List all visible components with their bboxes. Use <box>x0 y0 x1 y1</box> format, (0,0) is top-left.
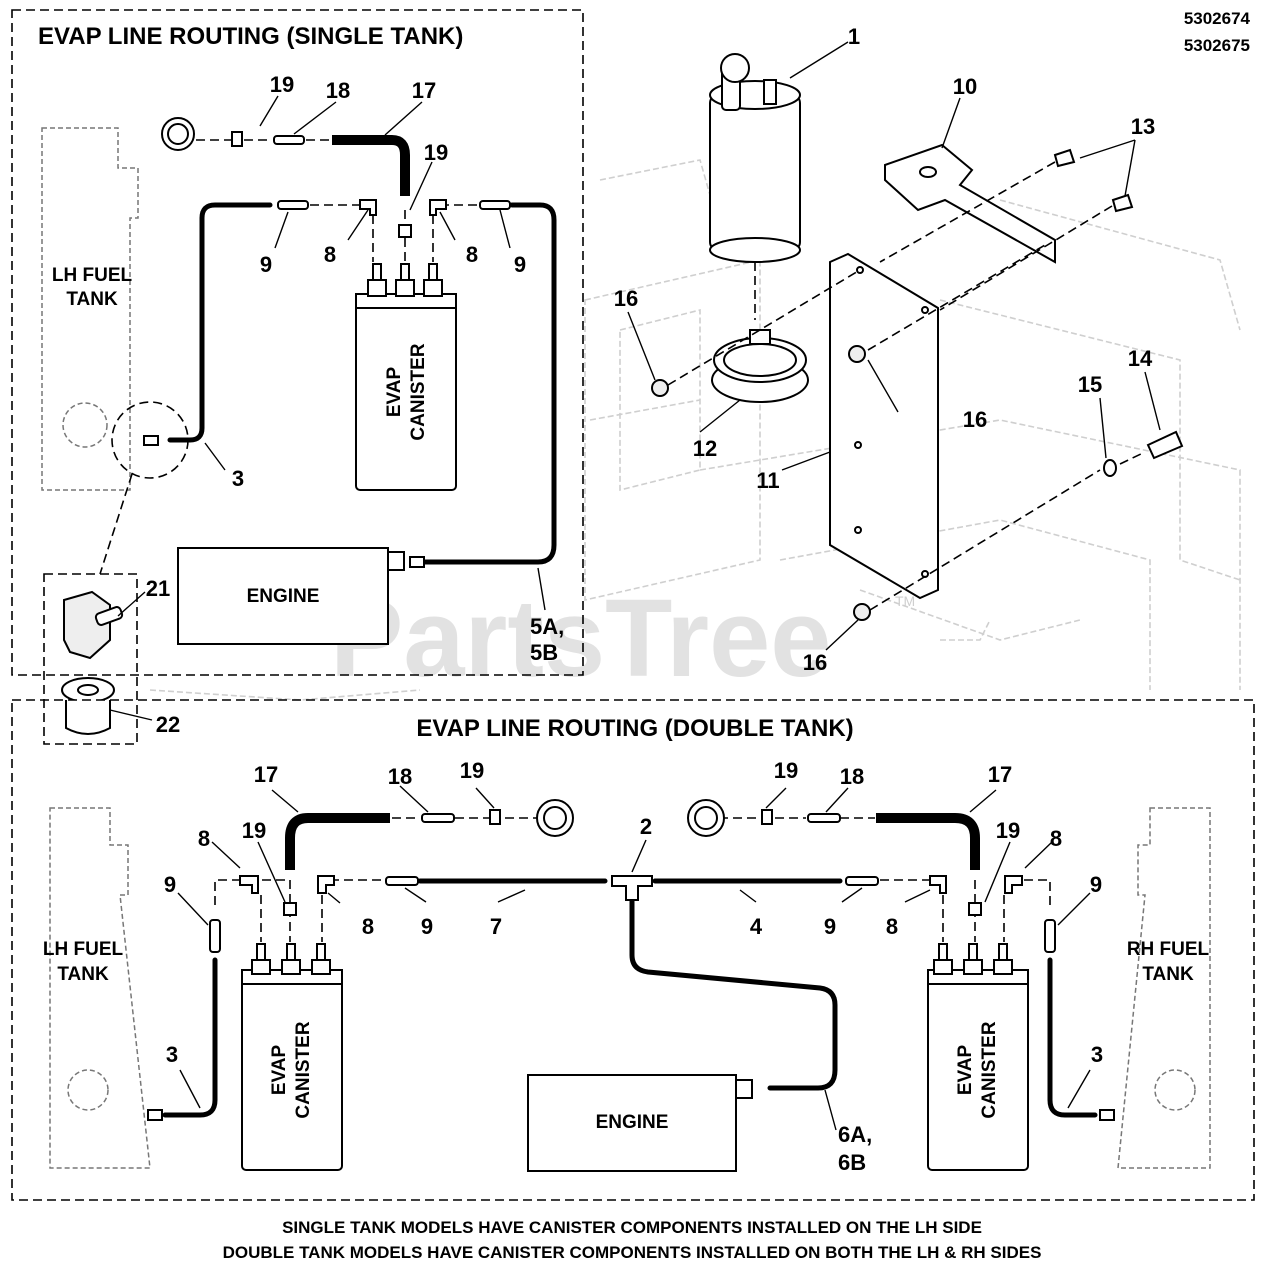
svg-text:8: 8 <box>1050 826 1062 851</box>
svg-text:19: 19 <box>270 72 294 97</box>
svg-text:19: 19 <box>460 758 484 783</box>
svg-text:8: 8 <box>198 826 210 851</box>
svg-text:8: 8 <box>324 242 336 267</box>
svg-text:5B: 5B <box>530 640 558 665</box>
svg-text:17: 17 <box>412 78 436 103</box>
svg-text:14: 14 <box>1128 346 1153 371</box>
svg-text:LH FUEL: LH FUEL <box>43 939 124 960</box>
svg-text:17: 17 <box>254 762 278 787</box>
svg-text:6A,: 6A, <box>838 1122 872 1147</box>
svg-text:13: 13 <box>1131 114 1155 139</box>
svg-text:LH FUEL: LH FUEL <box>52 265 133 286</box>
svg-text:EVAP: EVAP <box>269 1045 290 1096</box>
svg-text:ENGINE: ENGINE <box>596 1112 669 1133</box>
svg-text:16: 16 <box>614 286 638 311</box>
svg-text:9: 9 <box>824 914 836 939</box>
double-tank-panel: EVAP LINE ROUTING (DOUBLE TANK) LH FUEL … <box>11 699 1255 1201</box>
svg-text:18: 18 <box>388 764 412 789</box>
engine <box>527 1074 737 1172</box>
svg-text:22: 22 <box>156 712 180 737</box>
svg-text:10: 10 <box>953 74 977 99</box>
watermark-text: PartsTree <box>330 577 831 700</box>
svg-text:1: 1 <box>848 24 860 49</box>
evap-canister-lh <box>241 969 343 1171</box>
svg-text:3: 3 <box>232 466 244 491</box>
svg-text:15: 15 <box>1078 372 1102 397</box>
svg-text:9: 9 <box>164 872 176 897</box>
svg-text:17: 17 <box>988 762 1012 787</box>
footer-note: SINGLE TANK MODELS HAVE CANISTER COMPONE… <box>282 1218 982 1237</box>
svg-text:RH FUEL: RH FUEL <box>1127 939 1210 960</box>
svg-text:EVAP: EVAP <box>384 367 405 418</box>
svg-text:9: 9 <box>260 252 272 277</box>
svg-text:8: 8 <box>886 914 898 939</box>
watermark-tm: TM <box>895 593 915 609</box>
svg-text:11: 11 <box>756 468 779 493</box>
lh-fuel-tank <box>41 127 139 491</box>
svg-text:CANISTER: CANISTER <box>408 343 429 440</box>
svg-text:18: 18 <box>840 764 864 789</box>
svg-text:18: 18 <box>326 78 350 103</box>
svg-text:19: 19 <box>242 818 266 843</box>
svg-text:EVAP: EVAP <box>955 1045 976 1096</box>
model-number: 5302675 <box>1184 36 1250 55</box>
svg-text:TANK: TANK <box>57 964 109 985</box>
svg-text:8: 8 <box>466 242 478 267</box>
rh-fuel-tank <box>1117 807 1211 1169</box>
svg-text:7: 7 <box>490 914 502 939</box>
model-number: 5302674 <box>1184 9 1251 28</box>
svg-text:12: 12 <box>693 436 717 461</box>
svg-text:9: 9 <box>421 914 433 939</box>
svg-text:21: 21 <box>146 576 170 601</box>
svg-text:8: 8 <box>362 914 374 939</box>
svg-text:19: 19 <box>996 818 1020 843</box>
svg-text:5A,: 5A, <box>530 614 564 639</box>
svg-text:CANISTER: CANISTER <box>293 1021 314 1118</box>
exploded-view: 1 10 13 16 16 16 12 11 15 14 <box>614 24 1184 675</box>
svg-text:CANISTER: CANISTER <box>979 1021 1000 1118</box>
svg-text:3: 3 <box>166 1042 178 1067</box>
footer-note: DOUBLE TANK MODELS HAVE CANISTER COMPONE… <box>223 1243 1042 1262</box>
svg-text:3: 3 <box>1091 1042 1103 1067</box>
svg-text:16: 16 <box>963 407 987 432</box>
plate-11 <box>829 252 939 600</box>
svg-text:TANK: TANK <box>1142 964 1194 985</box>
svg-text:TANK: TANK <box>66 289 118 310</box>
engine <box>177 547 389 645</box>
panel-title: EVAP LINE ROUTING (SINGLE TANK) <box>38 23 463 50</box>
svg-text:19: 19 <box>424 140 448 165</box>
single-tank-panel: EVAP LINE ROUTING (SINGLE TANK) LH FUEL … <box>11 9 584 745</box>
svg-text:16: 16 <box>803 650 827 675</box>
svg-text:2: 2 <box>640 814 652 839</box>
evap-canister-rh <box>927 969 1029 1171</box>
svg-text:9: 9 <box>1090 872 1102 897</box>
svg-text:4: 4 <box>750 914 763 939</box>
svg-text:19: 19 <box>774 758 798 783</box>
lh-fuel-tank <box>49 807 151 1169</box>
svg-text:9: 9 <box>514 252 526 277</box>
svg-text:6B: 6B <box>838 1150 866 1175</box>
canister-1 <box>709 94 801 251</box>
svg-text:ENGINE: ENGINE <box>247 586 320 607</box>
panel-title: EVAP LINE ROUTING (DOUBLE TANK) <box>416 715 853 742</box>
evap-canister <box>355 293 457 491</box>
